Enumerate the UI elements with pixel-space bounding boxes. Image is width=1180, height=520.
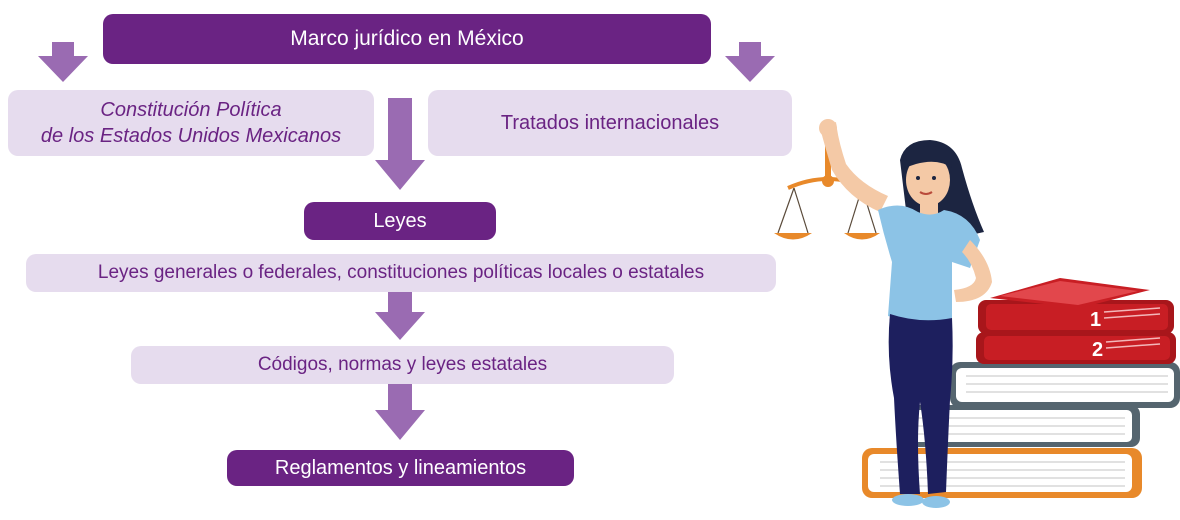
leyes-generales-label: Leyes generales o federales, constitucio… [97, 262, 705, 283]
arrow-down-left [38, 42, 88, 82]
book-2-number: 2 [1092, 339, 1103, 361]
justice-woman-illustration: 2 1 [774, 119, 1180, 508]
codigos-label: Códigos, normas y leyes estatales [257, 354, 548, 375]
codigos-box: Códigos, normas y leyes estatales [131, 346, 674, 384]
reglamentos-label: Reglamentos y lineamientos [274, 456, 527, 479]
tratados-box: Tratados internacionales [428, 90, 792, 156]
woman-figure-icon [819, 119, 992, 508]
book-1-number: 1 [1090, 309, 1101, 331]
arrow-down-right [725, 42, 775, 82]
reglamentos-box: Reglamentos y lineamientos [227, 450, 574, 486]
leyes-box: Leyes [304, 202, 496, 240]
leyes-generales-box: Leyes generales o federales, constitucio… [26, 254, 776, 292]
constitucion-line-2: de los Estados Unidos Mexicanos [40, 125, 342, 147]
leyes-label: Leyes [373, 209, 427, 232]
arrow-down-to-reglamentos [375, 384, 425, 440]
diagram-title: Marco jurídico en México [290, 27, 524, 50]
tratados-label: Tratados internacionales [500, 111, 720, 134]
arrow-down-to-codigos [375, 292, 425, 340]
diagram-title-box: Marco jurídico en México [103, 14, 711, 64]
constitucion-box: Constitución Política de los Estados Uni… [8, 90, 374, 156]
arrow-down-to-leyes [375, 98, 425, 190]
constitucion-line-1: Constitución Política [100, 99, 282, 121]
